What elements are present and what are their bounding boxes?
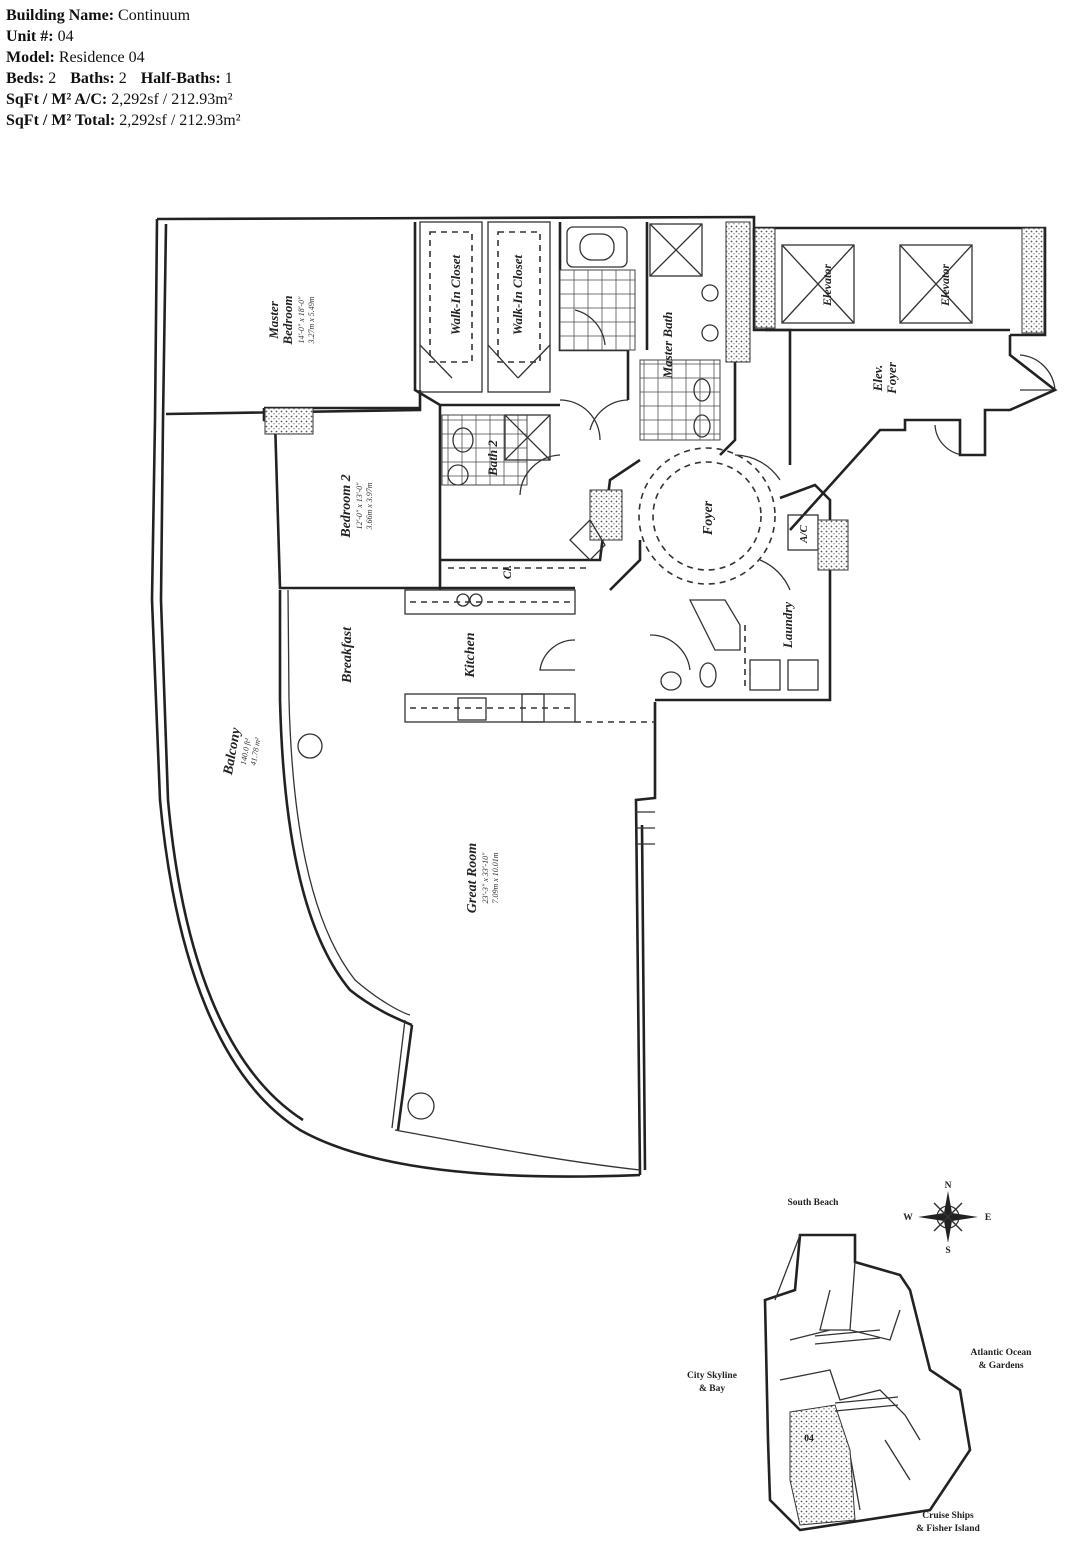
- sqft-ac-value: 2,292sf / 212.93m²: [111, 91, 233, 108]
- half-baths-value: 1: [224, 70, 233, 87]
- half-baths-label: Half-Baths:: [140, 70, 221, 87]
- key-plan: South Beach Atlantic Ocean & Gardens Cit…: [687, 1198, 1032, 1534]
- model-row: Model: Residence 04: [6, 47, 241, 68]
- beds-value: 2: [48, 70, 57, 87]
- building-name-row: Building Name: Continuum: [6, 5, 241, 26]
- unit-value: 04: [57, 28, 74, 45]
- column-marker-2: [407, 1092, 435, 1120]
- sqft-total-label: SqFt / M² Total:: [6, 112, 116, 129]
- kitchen-area: [404, 567, 655, 723]
- great-room-dim-imperial: 23'-3" x 33'-10": [481, 852, 490, 904]
- atlantic-label: Atlantic Ocean: [971, 1348, 1033, 1358]
- model-value: Residence 04: [58, 49, 145, 66]
- master-dim-metric: 3.27m x 5.49m: [307, 296, 316, 344]
- compass-s: S: [945, 1246, 950, 1256]
- bath-2-area: [441, 414, 551, 486]
- compass-w: W: [903, 1213, 913, 1223]
- compass-e: E: [985, 1213, 991, 1223]
- building-value: Continuum: [118, 7, 191, 24]
- closet-label: Cl.: [500, 565, 514, 579]
- model-label: Model:: [6, 49, 55, 66]
- unit-row: Unit #: 04: [6, 26, 241, 47]
- walk-in-closet-2-label: Walk-In Closet: [510, 254, 525, 335]
- beds-label: Beds:: [6, 70, 45, 87]
- unit-info: Building Name: Continuum Unit #: 04 Mode…: [6, 5, 241, 131]
- compass-n: N: [945, 1181, 952, 1191]
- compass-icon: N S E W: [903, 1181, 991, 1256]
- master-bath-area: [559, 223, 721, 441]
- atlantic-label-2: & Gardens: [978, 1361, 1023, 1371]
- walk-in-closets: [419, 221, 551, 393]
- sqft-ac-label: SqFt / M² A/C:: [6, 91, 108, 108]
- master-bedroom-label: Master: [266, 300, 281, 340]
- bedroom-2-dim-imperial: 12'-0" x 13'-0": [355, 482, 364, 530]
- room-labels: Master Bedroom 14'-0" x 18'-0" 3.27m x 5…: [221, 254, 952, 913]
- elevator-core: [752, 226, 1058, 531]
- city-label-2: & Bay: [699, 1384, 725, 1394]
- kitchen-label: Kitchen: [463, 632, 478, 678]
- laundry-label: Laundry: [780, 602, 795, 649]
- unit-label: Unit #:: [6, 28, 54, 45]
- utility-area: [655, 483, 849, 702]
- elevator-2-label: Elevator: [938, 264, 952, 307]
- walk-in-closet-1-label: Walk-In Closet: [448, 254, 463, 335]
- sqft-ac-row: SqFt / M² A/C: 2,292sf / 212.93m²: [6, 89, 241, 110]
- sqft-total-value: 2,292sf / 212.93m²: [119, 112, 241, 129]
- foyer-label: Foyer: [701, 500, 716, 536]
- baths-value: 2: [118, 70, 127, 87]
- sqft-total-row: SqFt / M² Total: 2,292sf / 212.93m²: [6, 110, 241, 131]
- master-bedroom-label-2: Bedroom: [280, 295, 295, 345]
- balcony-rail: [278, 589, 641, 1171]
- bedroom-2-dim-metric: 3.66m x 3.97m: [365, 482, 374, 530]
- elevator-1-label: Elevator: [820, 264, 834, 307]
- cruise-label-2: & Fisher Island: [916, 1524, 980, 1534]
- building-label: Building Name:: [6, 7, 115, 24]
- foyer-rotunda: [569, 447, 791, 591]
- master-dim-imperial: 14'-0" x 18'-0": [297, 296, 306, 344]
- door-swings: [519, 309, 1056, 671]
- great-room-dim-metric: 7.09m x 10.01m: [491, 852, 500, 903]
- outer-walls: [150, 215, 756, 1178]
- baths-label: Baths:: [70, 70, 115, 87]
- great-room-label: Great Room: [465, 843, 480, 914]
- elev-foyer-label-2: Foyer: [884, 361, 899, 395]
- bath-2-label: Bath 2: [485, 440, 500, 477]
- city-label: City Skyline: [687, 1371, 737, 1381]
- bedroom-2-label: Bedroom 2: [339, 474, 354, 538]
- south-beach-label: South Beach: [788, 1198, 840, 1208]
- elev-foyer-label: Elev.: [870, 365, 885, 393]
- master-bath-label: Master Bath: [660, 312, 675, 380]
- ac-label: A/C: [798, 524, 810, 543]
- breakfast-label: Breakfast: [340, 626, 355, 684]
- column-marker: [297, 733, 323, 759]
- unit-marker: 04: [804, 1434, 814, 1444]
- cruise-label: Cruise Ships: [922, 1511, 974, 1521]
